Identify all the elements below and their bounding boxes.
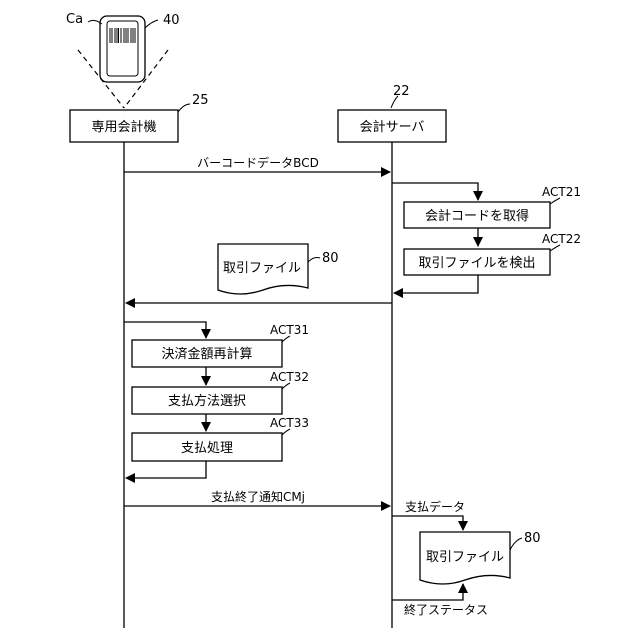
act33-code: ACT33 <box>270 416 309 430</box>
end-status-label: 終了ステータス <box>404 602 488 617</box>
server-ref: 22 <box>393 84 410 99</box>
file1-label: 取引ファイル <box>223 261 301 276</box>
phone-ref: 40 <box>163 13 180 28</box>
server-label: 会計サーバ <box>360 119 425 135</box>
file1-ref: 80 <box>322 251 339 266</box>
phone-label: Ca <box>66 12 83 27</box>
act31-label: 決済金額再計算 <box>161 346 252 362</box>
file2-label: 取引ファイル <box>426 550 504 565</box>
act22-label: 取引ファイルを検出 <box>418 256 535 271</box>
act21-label: 会計コードを取得 <box>425 208 529 224</box>
file2-ref: 80 <box>524 531 541 546</box>
smartphone <box>100 16 145 82</box>
payment-done-message: 支払終了通知CMj <box>211 489 305 504</box>
act31-code: ACT31 <box>270 323 309 337</box>
terminal-label: 専用会計機 <box>91 119 156 135</box>
terminal-ref: 25 <box>192 93 209 108</box>
act21-code: ACT21 <box>542 185 581 199</box>
act33-label: 支払処理 <box>181 441 233 456</box>
payment-data-label: 支払データ <box>405 499 465 514</box>
barcode-message: バーコードデータBCD <box>197 155 319 170</box>
act22-code: ACT22 <box>542 232 581 246</box>
act32-label: 支払方法選択 <box>168 393 246 409</box>
act32-code: ACT32 <box>270 370 309 384</box>
